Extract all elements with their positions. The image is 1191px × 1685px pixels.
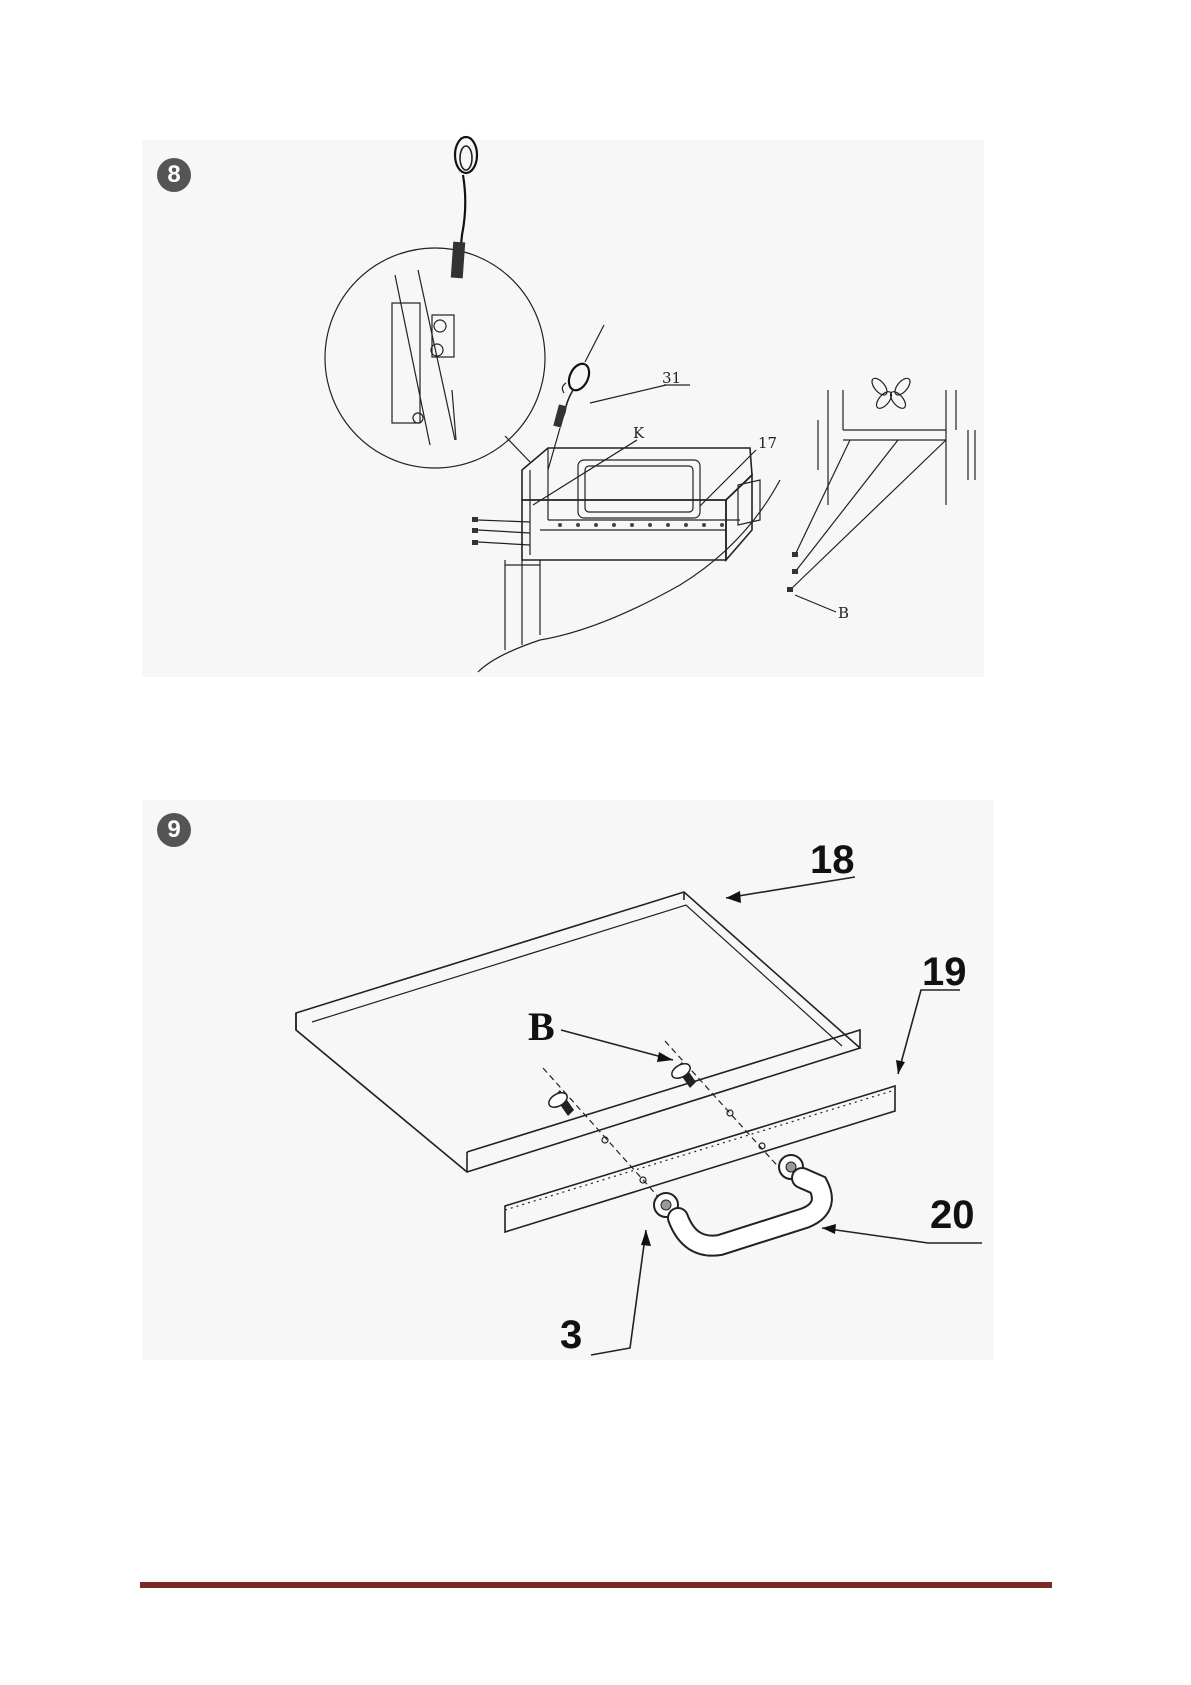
label-b-step8: B xyxy=(838,604,849,622)
leader-3 xyxy=(591,1230,646,1355)
handle-20 xyxy=(654,1155,822,1246)
drip-tray-18 xyxy=(296,892,860,1172)
screws-b xyxy=(543,1041,792,1210)
leader-19 xyxy=(898,990,960,1074)
detail-magnifier-circle xyxy=(325,248,545,468)
label-3: 3 xyxy=(560,1313,582,1357)
fan-icon xyxy=(869,376,913,411)
firebox xyxy=(478,448,780,672)
leader-20 xyxy=(822,1228,928,1243)
label-b-step9: B xyxy=(528,1004,555,1049)
leader-b-step8 xyxy=(795,595,836,612)
footer-rule xyxy=(140,1582,1052,1588)
label-18: 18 xyxy=(810,838,855,882)
step-9-drawing: 18 19 20 3 B xyxy=(296,838,982,1357)
label-31: 31 xyxy=(662,369,681,387)
igniter-cable-detail xyxy=(451,137,477,278)
step-8-drawing: 31 xyxy=(325,137,975,672)
right-detail xyxy=(787,376,975,592)
leader-b-step9 xyxy=(561,1030,673,1060)
label-20: 20 xyxy=(930,1193,975,1237)
leader-31 xyxy=(590,385,666,403)
label-17: 17 xyxy=(758,434,777,452)
label-19: 19 xyxy=(922,950,967,994)
label-k: K xyxy=(633,424,645,442)
